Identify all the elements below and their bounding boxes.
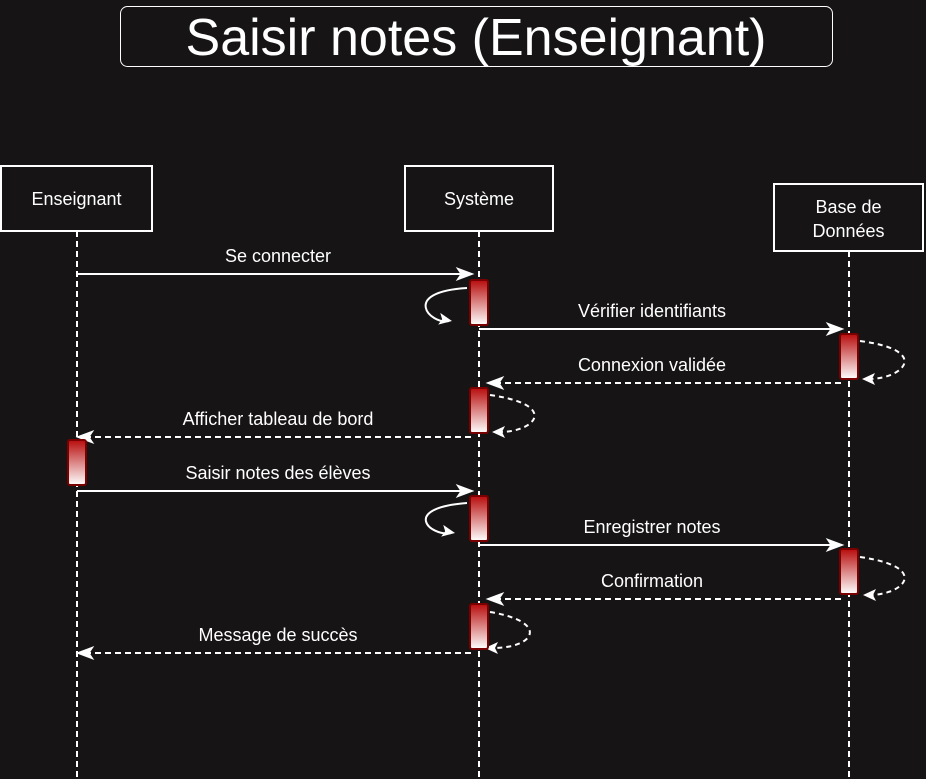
message-2	[479, 321, 845, 337]
activation-bar-systeme	[469, 495, 489, 542]
arrow-head	[75, 429, 95, 445]
curve-arrow-head	[492, 426, 505, 438]
self-return-curve-1	[424, 287, 468, 325]
curve-path	[489, 611, 531, 649]
arrow-head	[485, 591, 505, 607]
participant-enseignant: Enseignant	[0, 165, 153, 232]
self-return-curve-6	[485, 611, 531, 654]
participant-label-bdd-line1: Base de	[815, 197, 881, 217]
participant-systeme: Système	[404, 165, 554, 232]
message-7	[485, 591, 841, 607]
message-label-4: Afficher tableau de bord	[183, 409, 374, 429]
message-label-1: Se connecter	[225, 246, 331, 266]
message-label-6: Enregistrer notes	[583, 517, 720, 537]
message-label-5: Saisir notes des élèves	[185, 463, 370, 483]
self-return-curve-2	[859, 340, 906, 385]
participant-label-enseignant: Enseignant	[31, 189, 121, 209]
arrow-head	[485, 375, 505, 391]
curve-path	[859, 340, 906, 380]
curve-arrow-head	[862, 373, 875, 385]
activation-bar-bdd	[839, 333, 859, 380]
message-4	[75, 429, 471, 445]
self-return-curve-4	[425, 502, 468, 537]
self-return-curve-3	[489, 394, 536, 438]
activation-bar-systeme	[469, 279, 489, 326]
message-8	[75, 645, 471, 661]
message-3	[485, 375, 841, 391]
diagram-title: Saisir notes (Enseignant)	[186, 9, 767, 67]
participant-box-bdd	[773, 183, 924, 252]
participant-label-bdd-line2: Données	[812, 221, 884, 241]
arrow-head	[75, 645, 95, 661]
lifelines	[76, 231, 850, 779]
message-label-3: Connexion validée	[578, 355, 726, 375]
message-1	[77, 266, 475, 282]
participant-box-systeme	[404, 165, 554, 232]
curve-arrow-head	[441, 524, 455, 537]
arrow-head	[455, 266, 475, 282]
participant-box-enseignant	[0, 165, 153, 232]
message-6	[479, 537, 845, 553]
activation-bar-enseignant	[67, 439, 87, 486]
curve-path	[859, 556, 906, 596]
self-curves	[424, 287, 906, 654]
curve-path	[424, 287, 468, 323]
arrow-head	[825, 537, 845, 553]
message-label-8: Message de succès	[198, 625, 357, 645]
self-return-curve-5	[859, 556, 906, 601]
activations	[67, 279, 859, 650]
participant-label-systeme: Système	[444, 189, 514, 209]
message-label-2: Vérifier identifiants	[578, 301, 726, 321]
curve-arrow-head	[863, 589, 876, 601]
message-label-7: Confirmation	[601, 571, 703, 591]
participant-bdd: Base de Données	[773, 183, 924, 252]
arrow-head	[455, 483, 475, 499]
curve-arrow-head	[438, 312, 452, 325]
messages	[75, 266, 845, 661]
activation-bar-systeme	[469, 387, 489, 434]
activation-bar-bdd	[839, 548, 859, 595]
message-5	[77, 483, 475, 499]
arrow-head	[825, 321, 845, 337]
curve-arrow-head	[485, 642, 498, 654]
activation-bar-systeme	[469, 603, 489, 650]
title-frame	[120, 6, 833, 67]
curve-path	[489, 394, 536, 433]
